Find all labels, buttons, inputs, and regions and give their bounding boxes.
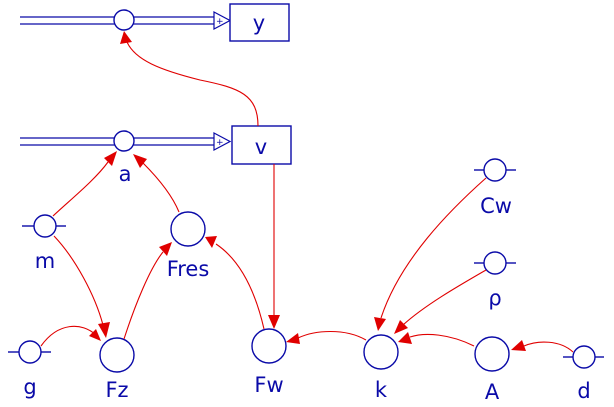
rate-a-label: a <box>119 162 132 186</box>
constant-cw-label: Cw <box>480 194 512 218</box>
constant-d-label: d <box>577 379 590 403</box>
auxiliary-fw[interactable]: Fw <box>251 328 287 397</box>
constant-g[interactable]: g <box>8 340 51 399</box>
stock-y-label: y <box>253 11 265 35</box>
auxiliary-fres-label: Fres <box>167 257 210 281</box>
link-fw-to-fres <box>205 236 265 330</box>
link-a-to-k <box>398 332 475 347</box>
rate-a[interactable]: a <box>113 130 135 186</box>
auxiliary-fw-label: Fw <box>254 373 283 397</box>
link-g-to-fz <box>40 325 101 347</box>
auxiliary-k[interactable]: k <box>363 334 399 402</box>
auxiliary-fres[interactable]: Fres <box>167 211 210 281</box>
constant-rho[interactable]: ρ <box>474 251 516 310</box>
link-v-to-fw <box>268 164 280 329</box>
link-m-to-a <box>52 151 117 217</box>
auxiliary-fz-label: Fz <box>105 378 128 402</box>
auxiliary-a-area[interactable]: A <box>474 336 510 404</box>
constant-m[interactable]: m <box>22 214 66 273</box>
constant-d[interactable]: d <box>563 345 604 403</box>
auxiliary-k-label: k <box>375 378 388 402</box>
link-fz-to-fres <box>123 242 172 340</box>
constant-cw[interactable]: Cw <box>474 158 516 218</box>
stock-v[interactable]: v <box>231 125 292 165</box>
flow-y-sign: + <box>216 17 224 27</box>
link-m-to-fz <box>53 235 110 338</box>
stock-y[interactable]: y <box>229 3 290 42</box>
auxiliary-fz[interactable]: Fz <box>99 337 135 402</box>
constant-g-label: g <box>23 375 36 399</box>
link-v-to-y-valve <box>120 31 259 127</box>
constant-rho-label: ρ <box>488 286 501 310</box>
link-d-to-a-area <box>511 340 574 353</box>
link-fres-to-a <box>133 154 180 213</box>
constant-m-label: m <box>35 249 55 273</box>
flow-v-sign: + <box>216 138 224 148</box>
link-cw-to-k <box>374 177 487 331</box>
link-k-to-fw <box>286 331 367 344</box>
valve-y[interactable] <box>113 9 135 31</box>
stock-v-label: v <box>255 135 267 159</box>
link-rho-to-k <box>394 269 487 334</box>
auxiliary-a-area-label: A <box>485 380 500 404</box>
